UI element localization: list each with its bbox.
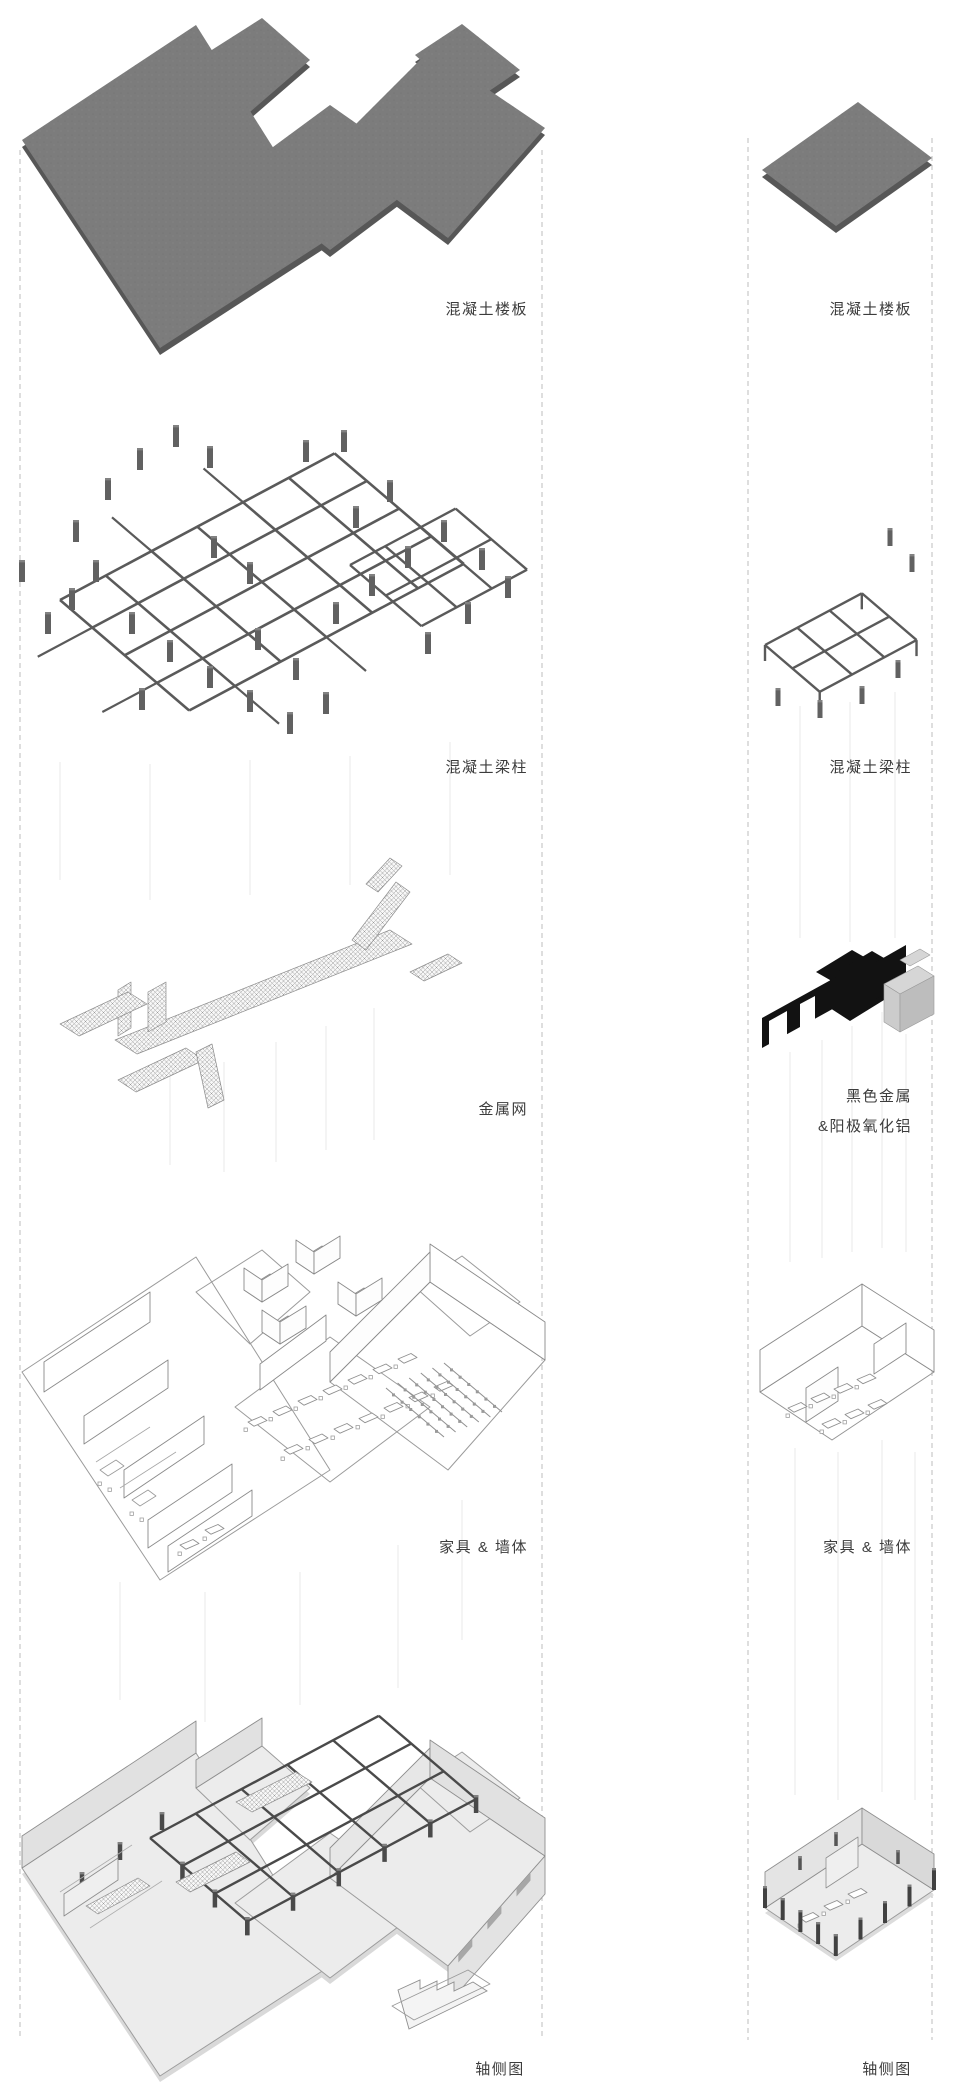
label-left-concrete-slab: 混凝土楼板 xyxy=(445,301,528,318)
label-left-metal-mesh: 金属网 xyxy=(478,1101,528,1118)
label-right-black-metal-line2: &阳极氧化铝 xyxy=(817,1118,912,1135)
label-left-furniture-walls: 家具 & 墙体 xyxy=(439,1539,528,1556)
label-right-concrete-slab: 混凝土楼板 xyxy=(829,301,912,318)
label-left-axonometric: 轴侧图 xyxy=(475,2061,525,2078)
label-right-furniture-walls: 家具 & 墙体 xyxy=(823,1539,912,1556)
label-right-black-metal-line1: 黑色金属 xyxy=(845,1088,912,1105)
label-right-black-metal: 黑色金属 &阳极氧化铝 xyxy=(818,1082,912,1142)
label-right-axonometric: 轴侧图 xyxy=(862,2061,912,2078)
label-right-concrete-frame: 混凝土梁柱 xyxy=(829,759,912,776)
label-left-concrete-frame: 混凝土梁柱 xyxy=(445,759,528,776)
